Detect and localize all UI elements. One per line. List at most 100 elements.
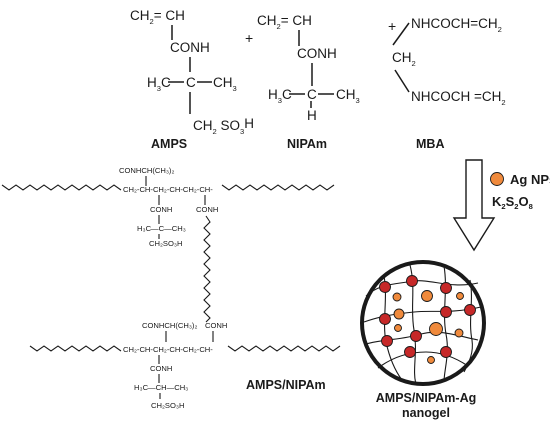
svg-text:CH2= CH: CH2= CH [257,13,312,31]
mba-bottom-sub: 2 [501,98,505,107]
upper-quat-sulfo: CH₂SO₃H [149,239,182,248]
crosslink-chain [203,215,211,323]
crosslink-node [381,335,393,347]
svg-text:H3C: H3C [268,87,292,105]
plus-sign: + [388,18,396,34]
ag-np-label: Ag NPs [510,172,550,187]
network-strand [377,351,469,369]
lower-backbone: CH₂-CH-CH₂-CH-CH₂-CH- [123,345,213,354]
upper-pendant-top: CONHCH(CH₃)₂ [119,166,174,175]
ag-np-icon [429,322,443,336]
mba-bottom: NHCOCH =CH [411,89,501,104]
nipam-methyl-right: CH [336,87,356,102]
ag-nanoparticles [392,290,464,364]
lower-quat: H₃C—CH—CH₃ [134,383,188,392]
amps-methyl-right-sub: 3 [233,84,237,93]
svg-text:NHCOCH =CH2: NHCOCH =CH2 [411,89,506,107]
mba-mid: CH [392,50,412,65]
nipam-name: NIPAm [287,137,327,151]
upper-backbone: CH₂-CH-CH₂-CH-CH₂-CH- [123,185,213,194]
mba-top-sub: 2 [498,25,502,34]
crosslink-node [404,346,416,358]
amps-sulfo-a: CH [193,118,213,133]
polymer-structure: CONHCH(CH₃)₂ CH₂-CH-CH₂-CH-CH₂-CH- CONH … [1,166,341,410]
mba-bond [394,69,410,93]
zigzag-chain [221,184,335,191]
mba-name: MBA [416,137,444,151]
zigzag-chain [29,345,122,352]
amps-structure: CH2= CH CONH H3C C CH3 CH2 SO3H AMPS [130,8,254,151]
nipam-ch-h: H [307,108,317,123]
zigzag-chain [1,184,122,191]
initiator-sub: 2 [501,202,505,211]
crosslink-node [440,346,452,358]
nanogel-label-line2: nanogel [402,406,450,420]
amps-vinyl-eq: = CH [154,8,185,23]
reaction-arrow: Ag NPs K2S2O8 [452,159,550,252]
polymer-label: AMPS/NIPAm [246,378,326,392]
nipam-vinyl: CH [257,13,277,28]
ag-np-icon [490,172,504,186]
ag-np-icon [454,328,464,338]
initiator-sub: 8 [529,202,533,211]
initiator-k: K [492,194,502,209]
svg-text:CH2: CH2 [392,50,416,68]
amps-vinyl: CH [130,8,150,23]
amps-sulfo-c: H [244,116,254,131]
svg-text:H3C: H3C [147,75,171,93]
amps-sulfo-b: SO [217,118,240,133]
crosslink-node [406,275,418,287]
mba-bond [392,22,410,46]
lower-pendant-top: CONHCH(CH₃)₂ [142,321,197,330]
crosslink-nodes [379,275,476,358]
ag-np-icon [393,308,405,320]
mba-structure: NHCOCH=CH2 CH2 NHCOCH =CH2 MBA [392,16,506,151]
nipam-methyl-left: H [268,87,278,102]
ag-np-icon [394,324,402,332]
lower-amide: CONH [150,364,172,373]
svg-text:CH2= CH: CH2= CH [130,8,185,26]
nipam-methyl-left-sub: 3 [278,96,282,105]
nipam-vinyl-sub: 2 [277,22,281,31]
ag-np-icon [392,292,402,302]
crosslink-node [379,281,391,293]
upper-amide-2: CONH [196,205,218,214]
nipam-amide: CONH [297,46,337,61]
network-strand [363,306,482,323]
mba-top: NHCOCH=CH [411,16,498,31]
initiator-o: O [519,194,529,209]
amps-methyl-left: H [147,75,157,90]
svg-text:CH2 SO3H: CH2 SO3H [193,116,254,136]
amps-methyl-left-c: C [161,75,171,90]
ag-np-icon [421,290,433,302]
amps-vinyl-sub: 2 [150,17,154,26]
svg-text:NHCOCH=CH2: NHCOCH=CH2 [411,16,502,34]
nanogel-label-line1: AMPS/NIPAm-Ag [376,391,476,405]
lower-crosslink-amide: CONH [205,321,227,330]
nipam-methyl-right-sub: 3 [356,96,360,105]
initiator-sub: 2 [514,202,518,211]
svg-text:CH3: CH3 [213,75,237,93]
amps-quat-c: C [186,75,196,90]
amps-methyl-right: CH [213,75,233,90]
initiator-s: S [506,194,515,209]
amps-sulfo-b-sub: 3 [240,127,244,136]
nipam-ch-c: C [307,87,317,102]
mba-mid-sub: 2 [412,59,416,68]
crosslink-node [464,304,476,316]
nanogel-sphere [360,260,486,386]
plus-sign: + [245,30,253,46]
crosslink-node [440,282,452,294]
nipam-structure: CH2= CH CONH H3C C CH3 H NIPAm [257,13,360,151]
upper-quat: H₃C—C—CH₃ [137,224,186,233]
nipam-vinyl-eq: = CH [281,13,312,28]
svg-text:K2S2O8: K2S2O8 [492,194,533,211]
amps-sulfo-a-sub: 2 [213,127,217,136]
amps-methyl-left-sub: 3 [157,84,161,93]
crosslink-node [410,330,422,342]
down-arrow-icon [452,159,496,252]
crosslink-node [379,313,391,325]
svg-text:CH3: CH3 [336,87,360,105]
nipam-methyl-left-c: C [282,87,292,102]
